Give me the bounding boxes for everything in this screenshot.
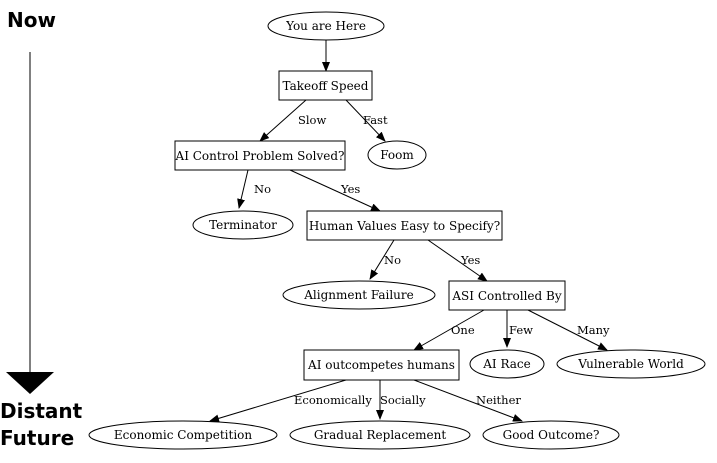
node-you-are-here: You are Here bbox=[267, 11, 385, 41]
timeline-start-label: Now bbox=[7, 8, 56, 32]
node-takeoff-speed-label: Takeoff Speed bbox=[283, 79, 369, 93]
node-ai-race-label: AI Race bbox=[482, 357, 531, 371]
edge-label-fast: Fast bbox=[363, 113, 388, 127]
node-economic-competition: Economic Competition bbox=[88, 420, 278, 450]
timeline-arrow-head bbox=[6, 372, 54, 394]
edge-values-failure bbox=[369, 239, 395, 280]
edge-asi-outcompetes bbox=[413, 309, 485, 351]
node-ai-outcompetes-label: AI outcompetes humans bbox=[307, 358, 455, 372]
node-control-problem: AI Control Problem Solved? bbox=[174, 140, 346, 171]
edge-label-no-1: No bbox=[254, 182, 271, 196]
node-economic-competition-label: Economic Competition bbox=[114, 428, 253, 442]
node-foom: Foom bbox=[367, 140, 427, 170]
edge-values-asi bbox=[427, 239, 488, 282]
edge-label-slow: Slow bbox=[298, 113, 326, 127]
node-control-problem-label: AI Control Problem Solved? bbox=[175, 149, 345, 163]
timeline-end-label-line2: Future bbox=[0, 426, 74, 450]
timeline-end-label-line1: Distant bbox=[0, 399, 83, 423]
edge-outcompetes-economic bbox=[209, 379, 347, 423]
node-alignment-failure-label: Alignment Failure bbox=[303, 288, 414, 302]
edge-label-one: One bbox=[451, 323, 475, 337]
edge-outcompetes-good bbox=[413, 379, 523, 422]
node-asi-controlled-by: ASI Controlled By bbox=[448, 280, 566, 311]
edge-label-economically: Economically bbox=[294, 393, 372, 407]
node-foom-label: Foom bbox=[380, 148, 414, 162]
edge-label-no-2: No bbox=[384, 253, 401, 267]
node-asi-controlled-by-label: ASI Controlled By bbox=[451, 289, 561, 303]
edge-label-few: Few bbox=[509, 323, 533, 337]
edge-label-neither: Neither bbox=[476, 393, 521, 407]
node-terminator-label: Terminator bbox=[209, 218, 277, 232]
edge-asi-vulnerable bbox=[527, 309, 608, 351]
node-gradual-replacement-label: Gradual Replacement bbox=[314, 428, 447, 442]
node-gradual-replacement: Gradual Replacement bbox=[289, 420, 471, 450]
node-human-values-label: Human Values Easy to Specify? bbox=[309, 219, 500, 233]
edge-label-yes-2: Yes bbox=[460, 253, 480, 267]
edge-label-yes-1: Yes bbox=[340, 182, 360, 196]
edge-label-many: Many bbox=[577, 323, 610, 337]
node-terminator: Terminator bbox=[192, 210, 294, 240]
edge-control-terminator bbox=[237, 169, 249, 209]
node-takeoff-speed: Takeoff Speed bbox=[278, 70, 373, 101]
node-vulnerable-world-label: Vulnerable World bbox=[577, 357, 684, 371]
node-ai-outcompetes: AI outcompetes humans bbox=[303, 349, 460, 381]
edge-label-socially: Socially bbox=[380, 393, 426, 407]
node-human-values: Human Values Easy to Specify? bbox=[306, 210, 503, 241]
node-you-are-here-label: You are Here bbox=[285, 19, 366, 33]
node-good-outcome-label: Good Outcome? bbox=[503, 428, 600, 442]
edge-control-values bbox=[289, 169, 381, 212]
node-alignment-failure: Alignment Failure bbox=[282, 280, 436, 310]
node-ai-race: AI Race bbox=[469, 349, 545, 379]
edge-takeoff-foom bbox=[345, 99, 386, 142]
node-vulnerable-world: Vulnerable World bbox=[556, 349, 706, 379]
node-good-outcome: Good Outcome? bbox=[482, 420, 620, 450]
edge-takeoff-control bbox=[259, 99, 307, 142]
